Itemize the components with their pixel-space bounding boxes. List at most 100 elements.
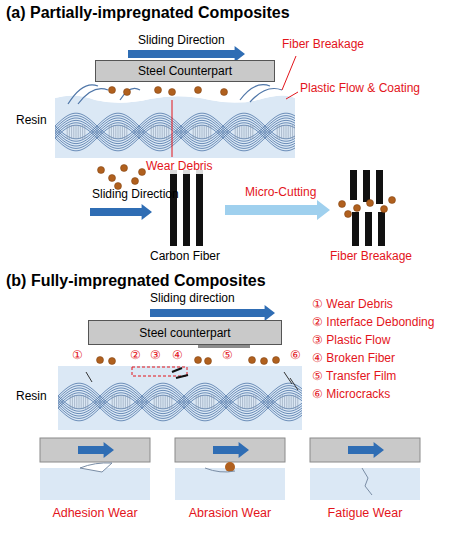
wear-debris bbox=[132, 178, 139, 185]
wear-debris bbox=[249, 357, 256, 364]
wear-panel: Adhesion Wear bbox=[40, 438, 150, 500]
direction-arrow bbox=[225, 200, 330, 220]
microcrack bbox=[290, 378, 298, 390]
wear-debris bbox=[205, 358, 212, 365]
wear-debris bbox=[98, 167, 105, 174]
plastic-flow bbox=[68, 85, 98, 104]
part-label: Sliding Direction bbox=[138, 34, 225, 48]
wear-debris bbox=[109, 175, 116, 182]
adhered-fragment bbox=[80, 463, 112, 472]
steel-counterpart: Steel counterpart bbox=[88, 320, 282, 345]
wear-panel: Fatigue Wear bbox=[310, 438, 420, 500]
resin-block bbox=[40, 468, 150, 500]
resin-block bbox=[175, 468, 285, 500]
plastic-flow bbox=[78, 89, 108, 104]
mechanism-label: Fiber Breakage bbox=[330, 250, 412, 264]
wear-debris bbox=[221, 89, 228, 96]
callout-number: ⑤ bbox=[222, 349, 233, 363]
carbon-fibre bbox=[183, 170, 190, 246]
wear-debris bbox=[345, 211, 352, 218]
mechanism-label: Fiber Breakage bbox=[282, 38, 364, 52]
mechanism-label: ④ Broken Fiber bbox=[312, 352, 395, 366]
wear-debris bbox=[261, 358, 268, 365]
groove bbox=[205, 468, 235, 472]
wear-debris bbox=[109, 87, 116, 94]
wear-debris bbox=[339, 201, 346, 208]
transfer-film bbox=[198, 345, 250, 348]
wear-debris bbox=[367, 200, 374, 207]
debonding-zone bbox=[132, 367, 187, 376]
broken-fibre bbox=[378, 212, 385, 246]
steel-counterpart: Steel Counterpart bbox=[95, 60, 275, 82]
counterpart-block bbox=[310, 438, 420, 462]
section-title: (a) Partially-impregnated Composites bbox=[6, 4, 290, 22]
counterpart-block bbox=[40, 438, 150, 462]
broken-fibre bbox=[176, 375, 188, 378]
direction-arrow bbox=[150, 305, 275, 321]
part-label: Sliding direction bbox=[150, 292, 235, 306]
wear-debris bbox=[273, 357, 280, 364]
wear-debris bbox=[121, 165, 128, 172]
fatigue-crack bbox=[362, 468, 372, 495]
callout-number: ③ bbox=[150, 349, 161, 363]
wear-debris bbox=[195, 87, 202, 94]
direction-arrow bbox=[78, 442, 114, 458]
broken-fibre bbox=[365, 212, 372, 246]
box-label: Steel counterpart bbox=[139, 326, 230, 340]
callout-number: ⑥ bbox=[290, 349, 301, 363]
counterpart-block bbox=[175, 438, 285, 462]
mechanism-label: ③ Plastic Flow bbox=[312, 334, 390, 348]
callout-number: ② bbox=[130, 349, 141, 363]
part-label: Carbon Fiber bbox=[150, 250, 220, 264]
broken-fibre bbox=[352, 212, 359, 246]
leader-line bbox=[282, 56, 296, 90]
part-label: Resin bbox=[16, 390, 47, 404]
part-label: Sliding Direction bbox=[92, 188, 179, 202]
plastic-flow bbox=[120, 88, 140, 100]
leader-line bbox=[286, 92, 298, 99]
plastic-flow bbox=[250, 89, 282, 103]
resin-block bbox=[310, 468, 420, 500]
callout-number: ④ bbox=[172, 349, 183, 363]
part-label: Resin bbox=[16, 114, 47, 128]
wear-mode-label: Abrasion Wear bbox=[189, 506, 271, 520]
direction-arrow bbox=[90, 204, 152, 220]
woven-fibres bbox=[53, 366, 305, 430]
wear-debris bbox=[124, 89, 131, 96]
wear-debris bbox=[195, 357, 202, 364]
woven-fibres bbox=[50, 95, 298, 158]
box-label: Steel Counterpart bbox=[138, 64, 232, 78]
carbon-fibre bbox=[196, 170, 203, 246]
abrasive-particle bbox=[225, 462, 235, 472]
mechanism-label: ② Interface Debonding bbox=[312, 316, 434, 330]
wear-debris bbox=[381, 206, 388, 213]
microcrack bbox=[86, 372, 92, 382]
mechanism-label: Wear Debris bbox=[146, 160, 212, 174]
broken-fibre bbox=[376, 170, 383, 204]
mechanism-label: ① Wear Debris bbox=[312, 298, 393, 312]
wear-debris bbox=[155, 87, 162, 94]
direction-arrow bbox=[213, 442, 249, 458]
wear-debris bbox=[139, 169, 146, 176]
broken-fibre bbox=[363, 170, 370, 202]
leader-line bbox=[172, 100, 173, 157]
wear-mode-label: Fatigue Wear bbox=[328, 506, 403, 520]
carbon-fibre bbox=[170, 170, 177, 246]
mechanism-label: Plastic Flow & Coating bbox=[300, 82, 420, 96]
wear-debris bbox=[389, 197, 396, 204]
mechanism-label: Micro-Cutting bbox=[245, 186, 316, 200]
wear-debris bbox=[109, 358, 116, 365]
callout-number: ① bbox=[72, 349, 83, 363]
broken-fibre bbox=[172, 368, 182, 372]
mechanism-label: ⑤ Transfer Film bbox=[312, 370, 396, 384]
wear-debris bbox=[169, 89, 176, 96]
mechanism-label: ⑥ Microcracks bbox=[312, 388, 390, 402]
wear-mode-label: Adhesion Wear bbox=[52, 506, 137, 520]
section-title: (b) Fully-impregnated Composites bbox=[6, 272, 266, 290]
microcrack bbox=[284, 372, 292, 384]
wear-panel: Abrasion Wear bbox=[175, 438, 285, 500]
direction-arrow bbox=[348, 442, 384, 458]
wear-debris bbox=[354, 205, 361, 212]
broken-fibre bbox=[350, 170, 357, 200]
